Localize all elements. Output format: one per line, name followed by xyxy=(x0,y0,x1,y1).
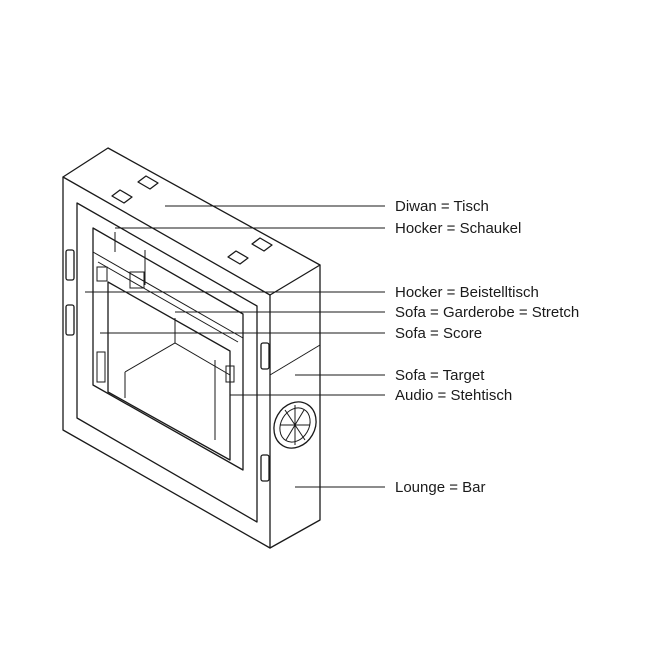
label-lounge-bar: Lounge = Bar xyxy=(395,479,486,496)
side-handles xyxy=(65,249,270,482)
label-audio-stehtisch: Audio = Stehtisch xyxy=(395,387,513,404)
cube-body xyxy=(62,147,321,549)
label-hocker-schaukel: Hocker = Schaukel xyxy=(395,220,522,237)
label-sofa-target: Sofa = Target xyxy=(395,367,485,384)
top-handles xyxy=(111,175,273,265)
label-sofa-score: Sofa = Score xyxy=(395,325,483,342)
label-hocker-beistelltisch: Hocker = Beistelltisch xyxy=(395,284,539,301)
leader-lines xyxy=(85,205,385,488)
label-diwan: Diwan = Tisch xyxy=(395,198,489,215)
speaker-icon xyxy=(273,401,317,449)
label-sofa-garderobe: Sofa = Garderobe = Stretch xyxy=(395,304,580,321)
front-frame xyxy=(76,202,258,523)
